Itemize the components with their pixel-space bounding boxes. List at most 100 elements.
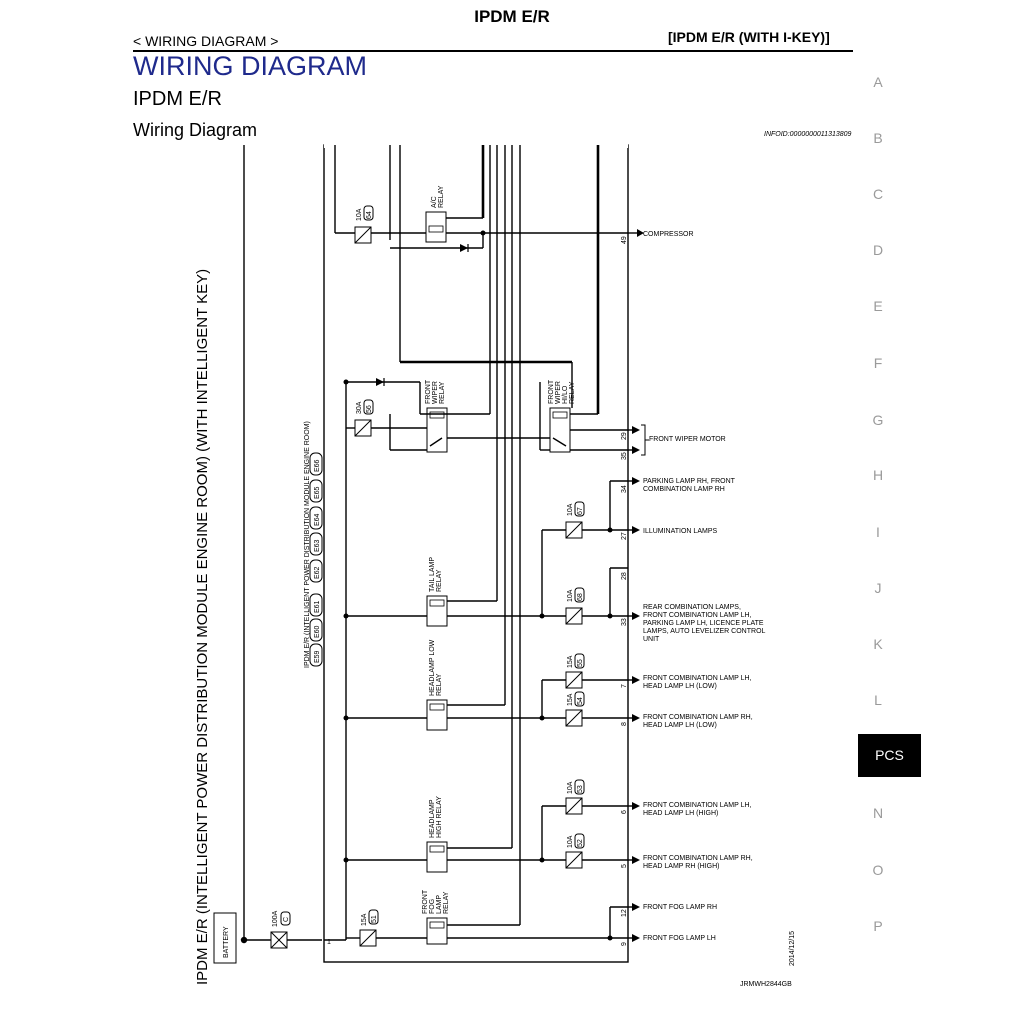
svg-text:8: 8 (621, 722, 628, 726)
main-fuse-100a: 100A C (270, 910, 291, 949)
svg-text:FRONT: FRONT (548, 379, 555, 404)
svg-text:FRONT COMBINATION LAMP LH,: FRONT COMBINATION LAMP LH, (643, 612, 752, 619)
svg-text:56: 56 (366, 405, 373, 413)
svg-text:RELAY: RELAY (436, 569, 443, 592)
svg-text:51: 51 (371, 915, 378, 923)
side-index-g[interactable]: G (872, 412, 884, 428)
svg-text:RELAY: RELAY (439, 381, 446, 404)
svg-text:7: 7 (621, 684, 628, 688)
side-index-n[interactable]: N (872, 805, 884, 821)
connector-e61: E61 (309, 593, 323, 617)
side-index-p[interactable]: P (873, 918, 883, 934)
fuse-53: 10A 53 (565, 779, 585, 815)
svg-text:FRONT FOG LAMP RH: FRONT FOG LAMP RH (643, 904, 717, 911)
side-index-f[interactable]: F (873, 355, 883, 371)
fuse-51: 15A 51 (359, 909, 379, 947)
svg-text:10A: 10A (567, 503, 574, 516)
ac-relay: A/C RELAY (425, 185, 447, 243)
svg-text:54: 54 (577, 697, 584, 705)
sub-heading: IPDM E/R (133, 88, 222, 110)
side-index-pcs-active[interactable]: PCS (858, 734, 921, 777)
svg-text:64: 64 (366, 211, 373, 219)
svg-text:HEAD LAMP LH (LOW): HEAD LAMP LH (LOW) (643, 722, 717, 729)
svg-text:FRONT COMBINATION LAMP RH,: FRONT COMBINATION LAMP RH, (643, 714, 753, 721)
fuse-55: 15A 55 (565, 653, 585, 689)
side-index-e[interactable]: E (873, 298, 883, 314)
headlamp-low-relay: HEADLAMP LOW RELAY (426, 639, 448, 731)
svg-text:FRONT: FRONT (422, 889, 429, 914)
svg-text:HEAD LAMP LH (HIGH): HEAD LAMP LH (HIGH) (643, 810, 718, 817)
diode-icon (460, 244, 468, 252)
svg-text:REAR COMBINATION LAMPS,: REAR COMBINATION LAMPS, (643, 604, 741, 611)
side-index-k[interactable]: K (873, 636, 883, 652)
side-index-b[interactable]: B (873, 130, 883, 146)
svg-text:10A: 10A (567, 589, 574, 602)
svg-text:12: 12 (621, 909, 628, 917)
svg-text:HEADLAMP: HEADLAMP (429, 799, 436, 838)
svg-text:10A: 10A (567, 781, 574, 794)
svg-text:55: 55 (577, 659, 584, 667)
tail-lamp-relay: TAIL LAMP RELAY (426, 557, 448, 627)
front-wiper-relay: FRONT WIPER RELAY (425, 379, 448, 453)
svg-text:FRONT: FRONT (425, 379, 432, 404)
side-index-l[interactable]: L (874, 692, 882, 708)
connector-e62: E62 (309, 559, 323, 583)
side-index-a[interactable]: A (873, 74, 883, 90)
front-wiper-motor-label: FRONT WIPER MOTOR (649, 436, 726, 443)
svg-text:35: 35 (621, 452, 628, 460)
side-index-c[interactable]: C (872, 186, 884, 202)
side-index-j[interactable]: J (874, 580, 882, 596)
fuse-52: 10A 52 (565, 833, 585, 869)
svg-text:HEADLAMP LOW: HEADLAMP LOW (429, 639, 436, 696)
fuse-56: 30A 56 (354, 399, 374, 437)
fuse-54: 15A 54 (565, 691, 585, 727)
connector-e65: E65 (309, 479, 323, 503)
svg-text:HEAD LAMP RH (HIGH): HEAD LAMP RH (HIGH) (643, 863, 720, 870)
page-title: IPDM E/R (474, 7, 550, 26)
info-id: INFOID:0000000011313809 (764, 131, 852, 138)
svg-text:HEAD LAMP LH (LOW): HEAD LAMP LH (LOW) (643, 683, 717, 690)
side-index-i[interactable]: I (876, 524, 880, 540)
output-pins: 49 29 35 34 27 28 33 7 8 6 5 12 9 (621, 229, 644, 946)
svg-text:53: 53 (577, 785, 584, 793)
svg-text:67: 67 (577, 507, 584, 515)
svg-text:E61: E61 (314, 600, 321, 613)
side-index-o[interactable]: O (872, 862, 884, 878)
headlamp-high-relay: HEADLAMP HIGH RELAY (426, 796, 448, 873)
diagram-ref-code: JRMWH2844GB (740, 981, 792, 988)
svg-text:29: 29 (621, 432, 628, 440)
svg-text:E59: E59 (314, 650, 321, 663)
svg-text:RELAY: RELAY (436, 673, 443, 696)
svg-text:A/C: A/C (431, 196, 438, 208)
svg-text:C: C (283, 917, 290, 922)
output-labels: COMPRESSOR FRONT WIPER MOTOR PARKING LAM… (643, 231, 766, 942)
section-tag: [IPDM E/R (WITH I-KEY)] (668, 29, 830, 45)
svg-text:LAMP: LAMP (436, 895, 443, 914)
pin-1: 1 (327, 939, 331, 946)
breadcrumb[interactable]: < WIRING DIAGRAM > (133, 33, 279, 49)
fuse-68: 10A 68 (565, 587, 585, 625)
svg-text:ILLUMINATION LAMPS: ILLUMINATION LAMPS (643, 528, 717, 535)
front-fog-lamp-relay: FRONT FOG LAMP RELAY (422, 889, 450, 945)
connector-e60: E60 (309, 618, 323, 642)
svg-text:PARKING LAMP LH, LICENCE PLATE: PARKING LAMP LH, LICENCE PLATE (643, 620, 764, 627)
module-title: IPDM E/R (INTELLIGENT POWER DISTRIBUTION… (194, 269, 211, 985)
diagram-heading: Wiring Diagram (133, 120, 258, 140)
svg-text:10A: 10A (567, 835, 574, 848)
svg-text:TAIL LAMP: TAIL LAMP (429, 557, 436, 592)
svg-text:49: 49 (621, 236, 628, 244)
side-index-d[interactable]: D (872, 242, 884, 258)
svg-text:6: 6 (621, 810, 628, 814)
svg-text:COMBINATION LAMP RH: COMBINATION LAMP RH (643, 486, 725, 493)
svg-text:15A: 15A (567, 655, 574, 668)
side-index-h[interactable]: H (872, 467, 884, 483)
svg-text:E66: E66 (314, 459, 321, 472)
svg-text:E64: E64 (314, 513, 321, 526)
header-rule (133, 50, 853, 52)
svg-text:RELAY: RELAY (438, 185, 445, 208)
svg-text:30A: 30A (356, 401, 363, 414)
svg-text:FRONT COMBINATION LAMP LH,: FRONT COMBINATION LAMP LH, (643, 802, 752, 809)
svg-text:UNIT: UNIT (643, 636, 660, 643)
svg-text:BATTERY: BATTERY (223, 926, 230, 958)
